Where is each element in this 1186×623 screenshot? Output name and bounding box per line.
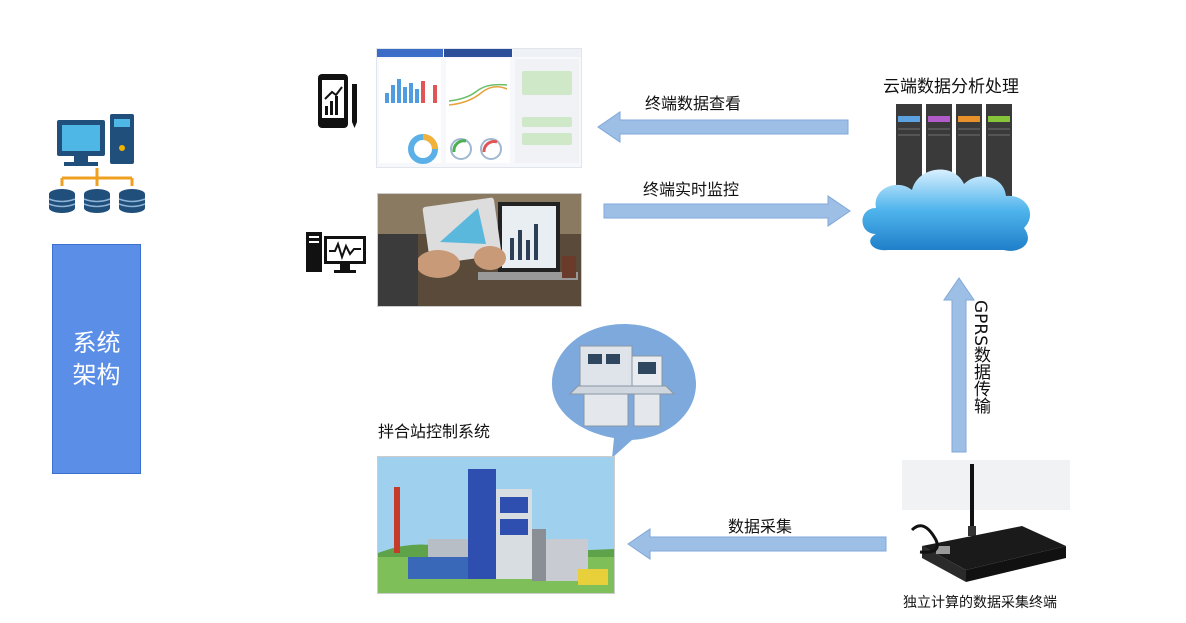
label-cloud: 云端数据分析处理 (883, 77, 1019, 97)
arrow-data-collect (627, 528, 887, 560)
label-plant: 拌合站控制系统 (378, 422, 491, 441)
computer-network-icon (48, 114, 146, 213)
title-line-2: 架构 (72, 361, 121, 389)
console-speech-bubble (552, 324, 696, 458)
arrow-gprs-transfer (943, 277, 975, 453)
data-terminal-device (902, 460, 1070, 582)
arrow-terminal-view (597, 111, 849, 143)
label-data-collect: 数据采集 (728, 517, 793, 536)
label-realtime-monitor: 终端实时监控 (643, 180, 740, 199)
label-terminal: 独立计算的数据采集终端 (903, 595, 1057, 611)
arrow-realtime-monitor (603, 195, 851, 227)
tablet-monitoring-photo (377, 193, 582, 307)
system-architecture-box: 系统 架构 (52, 244, 141, 474)
cloud-server-icon (862, 104, 1031, 251)
label-terminal-view: 终端数据查看 (645, 94, 742, 113)
mixing-plant-photo (377, 456, 615, 594)
label-gprs-transfer: GPRS数据传输 (970, 300, 990, 415)
title-line-1: 系统 (72, 329, 121, 357)
phone-chart-icon (318, 74, 357, 128)
dashboard-screenshot (376, 48, 582, 168)
monitor-wave-icon (306, 232, 366, 273)
